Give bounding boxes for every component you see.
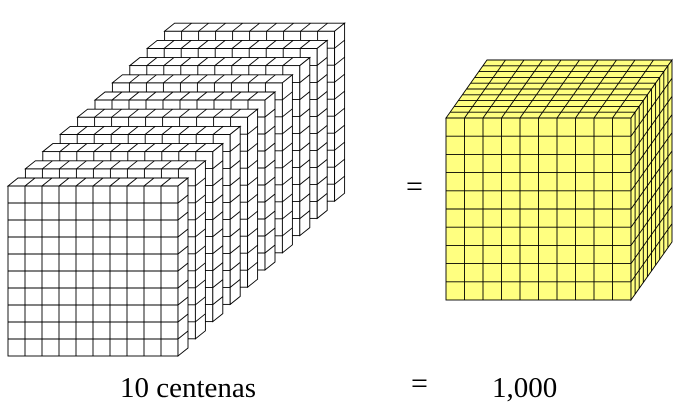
label-hundreds: 10 centenas: [120, 372, 256, 404]
label-equals: =: [411, 367, 428, 400]
equals-sign-top: =: [406, 170, 423, 203]
label-thousand: 1,000: [492, 372, 557, 404]
thousand-cube: [445, 58, 673, 302]
thousand-cube-body: [445, 58, 673, 302]
hundred-flats-stack: [6, 22, 346, 357]
hundred-flat-1: [6, 177, 190, 357]
